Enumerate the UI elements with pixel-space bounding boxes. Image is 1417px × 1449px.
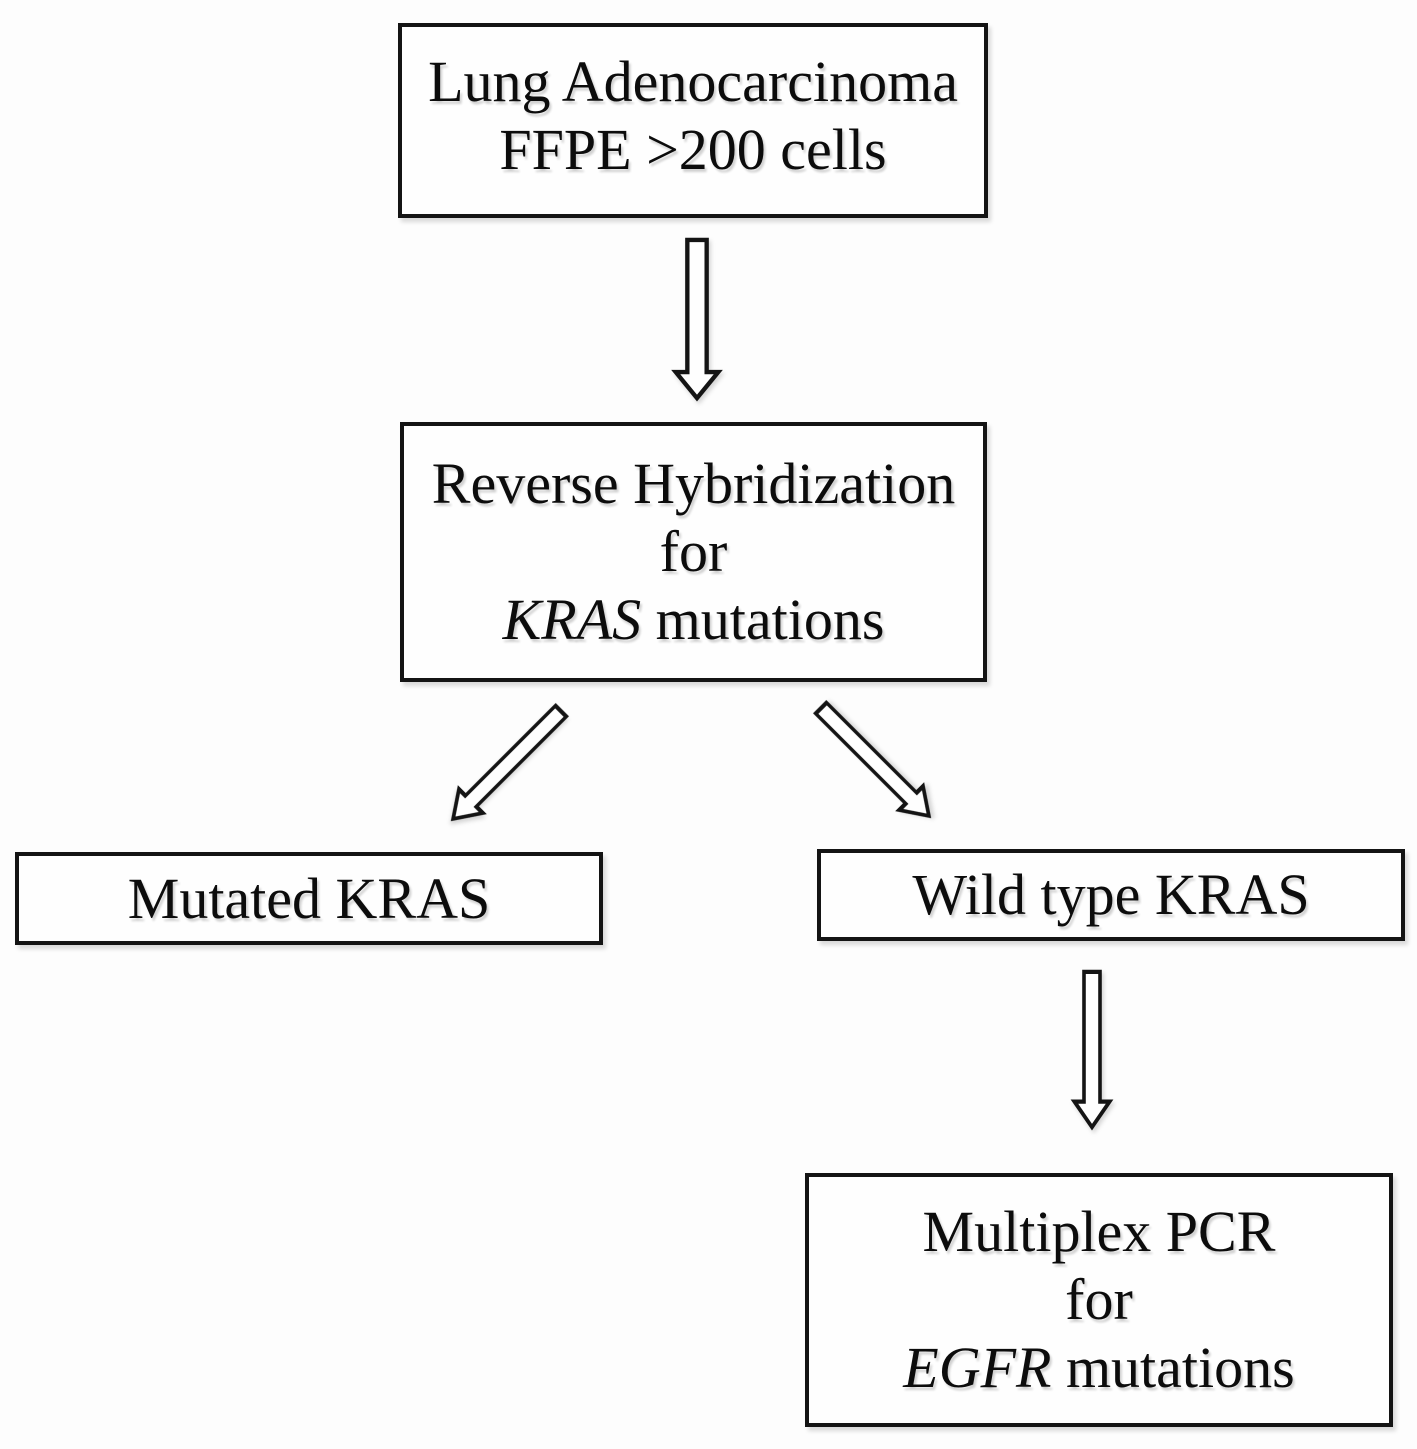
gene-suffix: mutations xyxy=(641,587,885,652)
node-text: Reverse Hybridization for KRAS mutations xyxy=(432,450,955,654)
down-arrow-icon xyxy=(1070,969,1114,1131)
down-left-arrow-icon xyxy=(450,702,570,822)
node-mutated-kras: Mutated KRAS xyxy=(15,852,603,945)
node-line: FFPE >200 cells xyxy=(499,116,887,182)
gene-suffix: mutations xyxy=(1051,1335,1295,1400)
down-arrow-icon xyxy=(671,237,723,402)
node-text: Lung Adenocarcinoma FFPE >200 cells xyxy=(428,48,958,194)
node-wild-type-kras: Wild type KRAS xyxy=(817,849,1405,941)
gene-name-kras: KRAS xyxy=(502,587,642,652)
down-right-arrow-icon xyxy=(812,699,932,819)
node-line: Wild type KRAS xyxy=(912,862,1310,927)
node-reverse-hybridization: Reverse Hybridization for KRAS mutations xyxy=(400,422,987,682)
node-line: Multiplex PCR xyxy=(922,1199,1276,1264)
node-line: for xyxy=(1065,1267,1133,1332)
node-lung-adenocarcinoma: Lung Adenocarcinoma FFPE >200 cells xyxy=(398,23,988,218)
node-line: Reverse Hybridization xyxy=(431,451,956,516)
node-line: Lung Adenocarcinoma xyxy=(428,48,958,114)
node-line: Mutated KRAS xyxy=(127,865,491,931)
node-text: Multiplex PCR for EGFR mutations xyxy=(903,1198,1294,1402)
node-line: KRAS mutations xyxy=(432,586,955,654)
node-text: Mutated KRAS xyxy=(128,865,491,933)
node-line: for xyxy=(659,519,728,584)
node-line: EGFR mutations xyxy=(903,1334,1294,1402)
node-text: Wild type KRAS xyxy=(912,861,1309,929)
gene-name-egfr: EGFR xyxy=(903,1335,1052,1400)
node-multiplex-pcr: Multiplex PCR for EGFR mutations xyxy=(805,1173,1393,1427)
